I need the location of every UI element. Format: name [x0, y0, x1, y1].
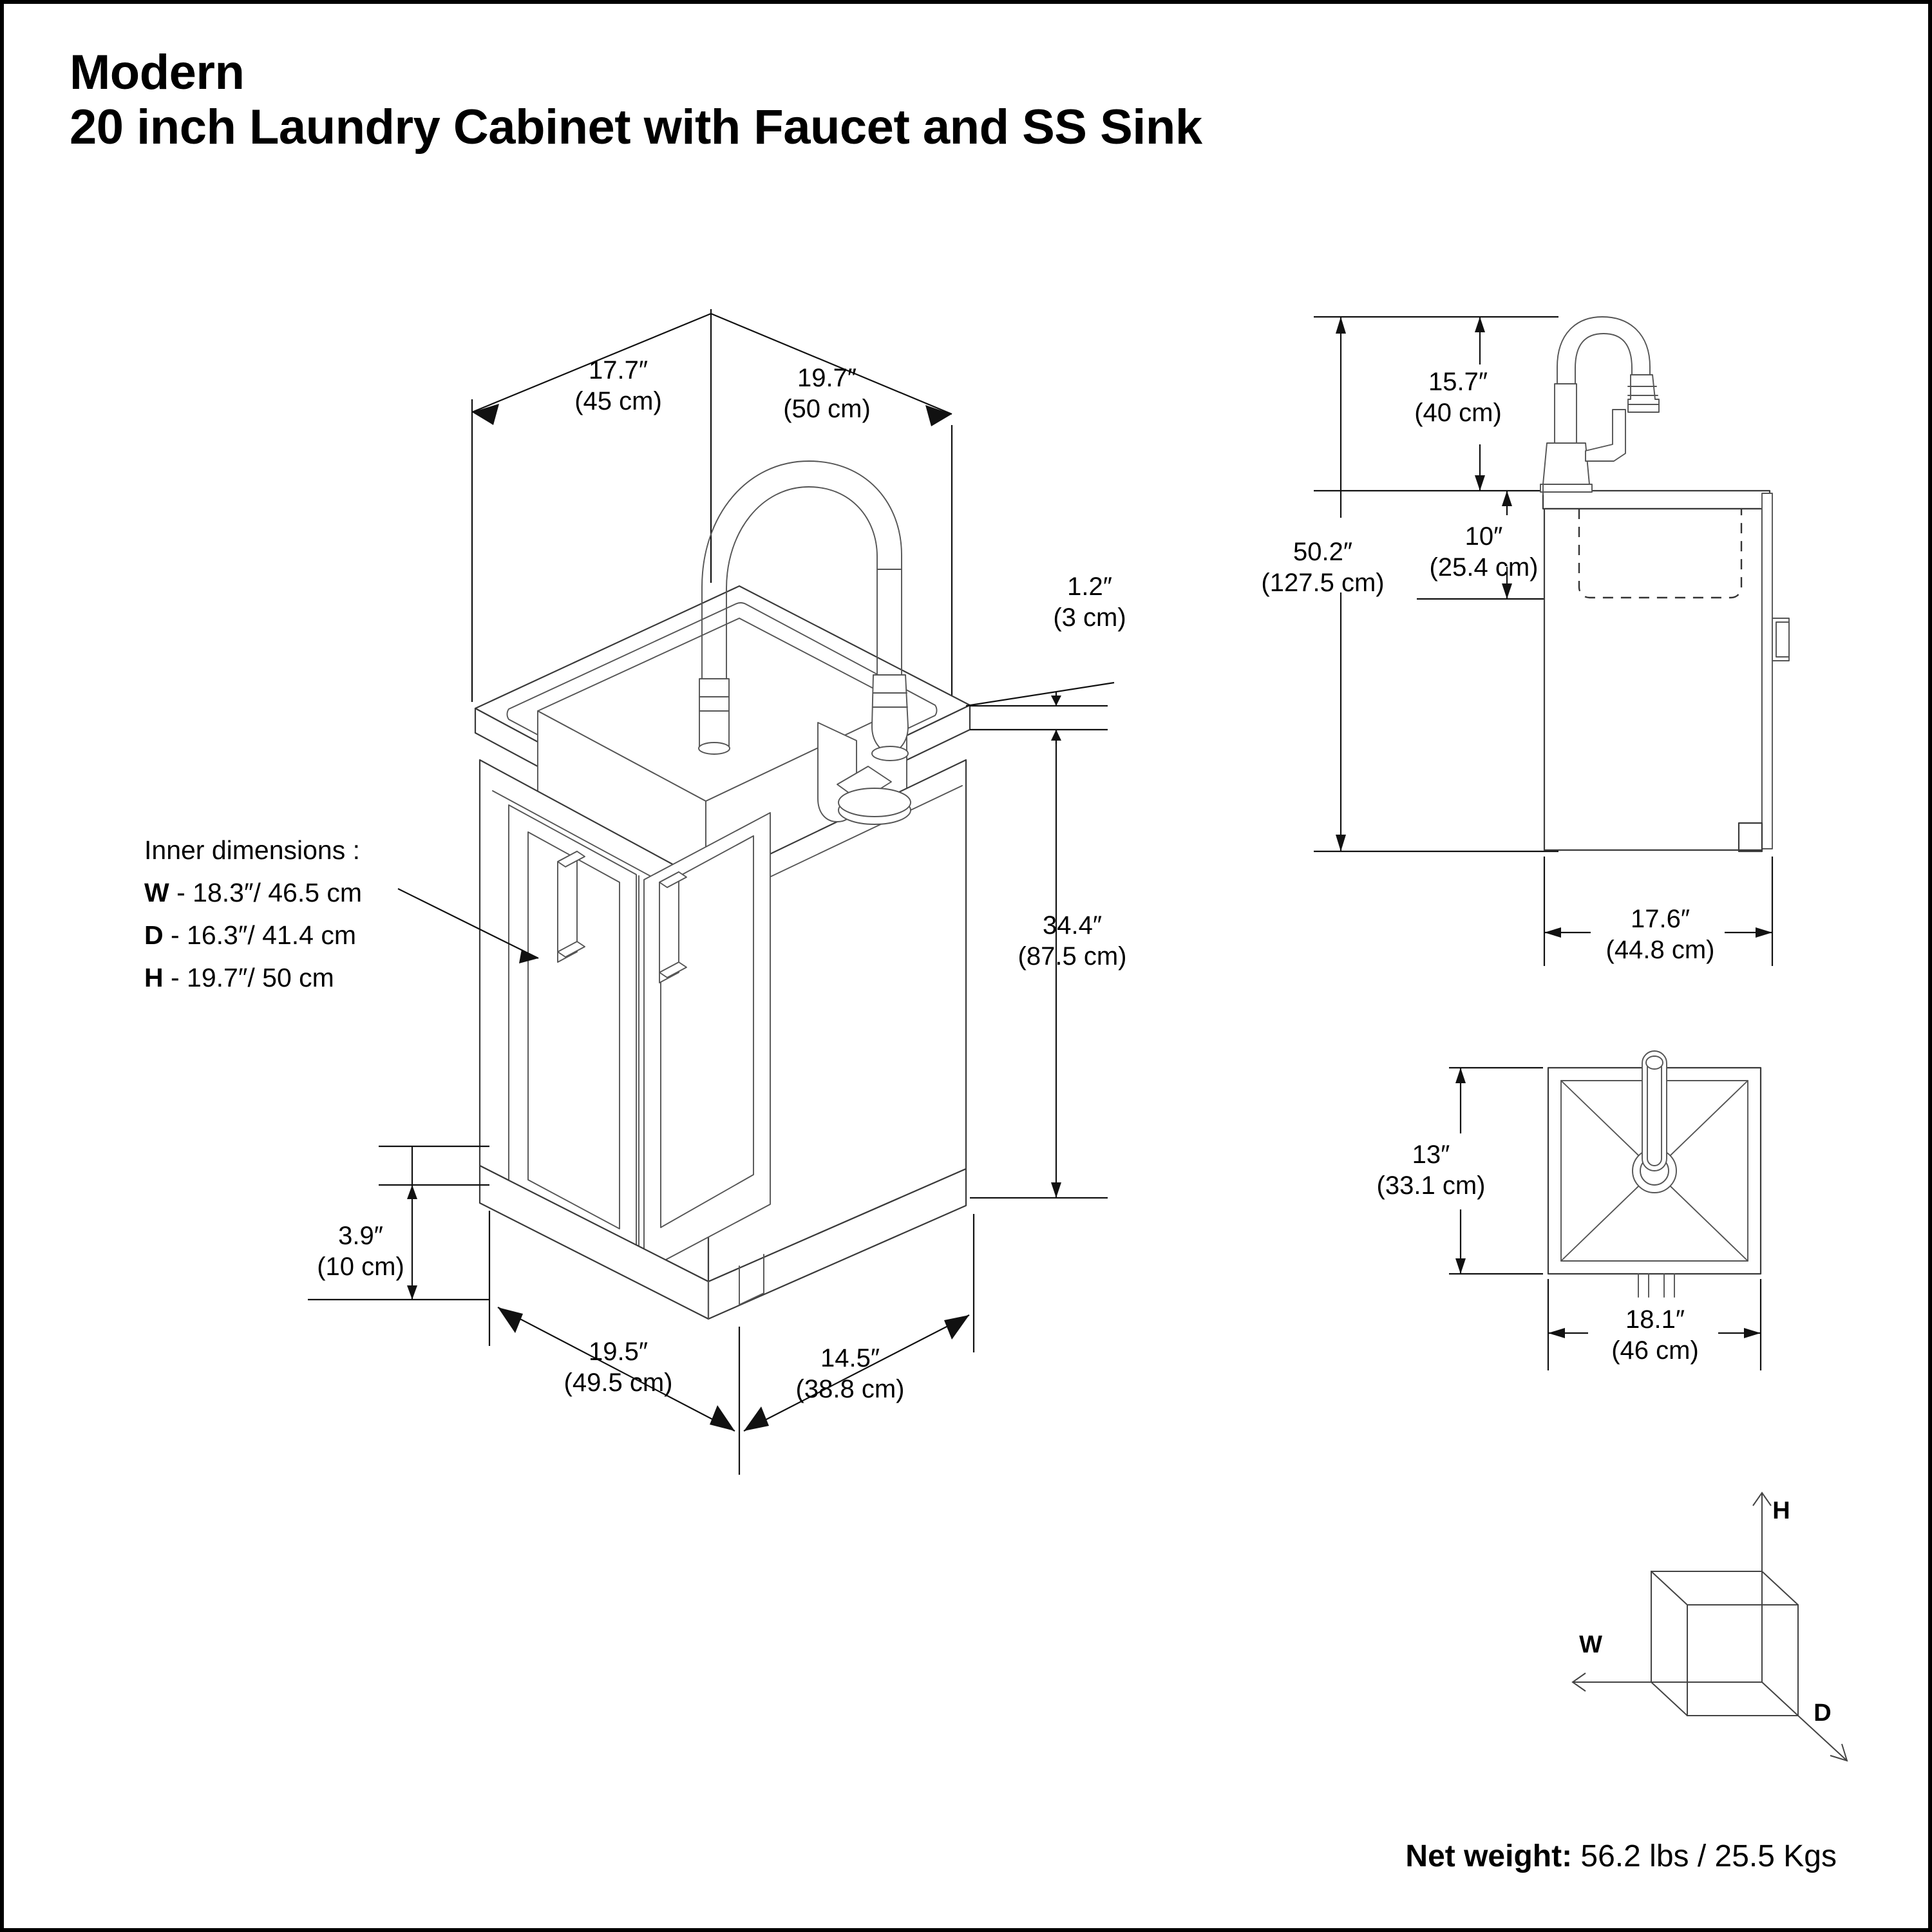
dim-body-height-metric: (87.5 cm)	[1018, 942, 1127, 971]
side-elevation-group: 15.7″ (40 cm) 50.2″ (127.5 cm) 10″ (25.4…	[1261, 316, 1790, 966]
dim-label-toe-kick: 3.9″ (10 cm)	[317, 1222, 404, 1281]
sink-drain-pipes	[1638, 1273, 1675, 1298]
dim-faucet-height-metric: (40 cm)	[1414, 399, 1502, 427]
inner-dim-key-d: D	[144, 920, 164, 950]
inner-dimension-row-0: W - 18.3″/ 46.5 cm	[144, 878, 362, 907]
page-title-line-1: Modern	[70, 45, 245, 100]
dim-base-width-metric: (49.5 cm)	[564, 1368, 673, 1397]
faucet-spout-head	[871, 674, 909, 761]
faucet-body-column	[698, 678, 730, 755]
axis-label-width: W	[1579, 1631, 1602, 1658]
sink-top-faucet	[1642, 1050, 1667, 1171]
dim-side-depth-imperial: 17.6″	[1631, 905, 1690, 933]
dim-thickness-imperial: 1.2″	[1067, 573, 1112, 601]
axis-label-height: H	[1772, 1497, 1790, 1524]
net-weight-label: Net weight:	[1405, 1839, 1572, 1873]
door-handle-left[interactable]	[557, 851, 585, 963]
dim-label-body-height: 34.4″ (87.5 cm)	[1018, 911, 1127, 971]
net-weight-text: Net weight: 56.2 lbs / 25.5 Kgs	[1405, 1839, 1837, 1873]
dim-body-height-imperial: 34.4″	[1043, 911, 1102, 940]
net-weight-line: Net weight: 56.2 lbs / 25.5 Kgs	[1405, 1839, 1837, 1873]
inner-dim-sep-d: -	[164, 920, 187, 950]
inner-dim-sep-w: -	[169, 878, 193, 907]
side-bottom-dim: 17.6″ (44.8 cm)	[1543, 857, 1774, 966]
dim-top-right-imperial: 19.7″	[797, 364, 857, 392]
inner-dimensions-callout: Inner dimensions : W - 18.3″/ 46.5 cm D …	[144, 835, 539, 992]
dim-thickness-metric: (3 cm)	[1053, 603, 1126, 632]
inner-dim-value-w: 18.3″/ 46.5 cm	[193, 878, 362, 907]
dim-topview-depth-metric: (33.1 cm)	[1377, 1171, 1486, 1200]
inner-dim-value-h: 19.7″/ 50 cm	[187, 963, 334, 992]
dim-label-sink-depth: 10″ (25.4 cm)	[1430, 522, 1539, 582]
dim-sink-depth-imperial: 10″	[1465, 522, 1503, 551]
inner-dim-key-w: W	[144, 878, 169, 907]
dim-top-right-metric: (50 cm)	[783, 395, 871, 423]
dim-label-top-left: 17.7″ (45 cm)	[574, 356, 662, 415]
wdh-axis-cube-group: H W D	[1571, 1492, 1848, 1762]
dim-top-left-imperial: 17.7″	[589, 356, 648, 384]
topview-width-dim: 18.1″ (46 cm)	[1547, 1279, 1762, 1370]
dim-toekick-metric: (10 cm)	[317, 1253, 404, 1281]
dim-side-depth-metric: (44.8 cm)	[1606, 936, 1715, 964]
dim-topview-depth-imperial: 13″	[1412, 1141, 1450, 1169]
dim-label-base-depth: 14.5″ (38.8 cm)	[796, 1344, 905, 1403]
net-weight-value: 56.2 lbs / 25.5 Kgs	[1580, 1839, 1837, 1873]
dim-label-top-right: 19.7″ (50 cm)	[783, 364, 871, 423]
dim-toekick-imperial: 3.9″	[338, 1222, 383, 1250]
dim-base-width-imperial: 19.5″	[589, 1338, 648, 1366]
inner-dimension-row-1: D - 16.3″/ 41.4 cm	[144, 920, 356, 950]
page-title-line-2: 20 inch Laundry Cabinet with Faucet and …	[70, 100, 1202, 155]
dim-base-depth-metric: (38.8 cm)	[796, 1375, 905, 1403]
dim-label-total-height: 50.2″ (127.5 cm)	[1261, 538, 1384, 597]
dim-sink-depth-metric: (25.4 cm)	[1430, 553, 1539, 582]
iso-bottom-dimension-lines	[488, 1211, 975, 1475]
door-handle-right[interactable]	[659, 871, 687, 983]
dim-total-height-metric: (127.5 cm)	[1261, 569, 1384, 597]
iso-top-dimension-lines	[471, 309, 953, 702]
dim-base-depth-imperial: 14.5″	[820, 1344, 880, 1372]
dim-total-height-imperial: 50.2″	[1293, 538, 1352, 566]
inner-dim-key-h: H	[144, 963, 164, 992]
side-cabinet-body	[1542, 489, 1790, 853]
axis-label-depth: D	[1814, 1700, 1831, 1727]
inner-dimensions-heading: Inner dimensions :	[144, 835, 360, 865]
side-faucet	[1540, 316, 1660, 495]
dim-faucet-height-imperial: 15.7″	[1428, 368, 1488, 396]
dim-topview-width-imperial: 18.1″	[1625, 1305, 1685, 1334]
dim-label-base-width: 19.5″ (49.5 cm)	[564, 1338, 673, 1397]
dim-topview-width-metric: (46 cm)	[1611, 1336, 1699, 1365]
faucet-isometric	[698, 460, 911, 825]
iso-toekick-dimension-lines	[308, 1145, 489, 1301]
side-dim-lines	[1314, 316, 1558, 853]
inner-dimension-row-2: H - 19.7″/ 50 cm	[144, 963, 334, 992]
isometric-cabinet-group: 17.7″ (45 cm) 19.7″ (50 cm)	[144, 309, 1126, 1475]
title-block: Modern 20 inch Laundry Cabinet with Fauc…	[70, 45, 1615, 155]
cabinet-doors	[508, 804, 771, 1272]
dim-label-faucet-height: 15.7″ (40 cm)	[1414, 368, 1502, 427]
dim-top-left-metric: (45 cm)	[574, 387, 662, 415]
sink-top-view-group: 13″ (33.1 cm) 18.1″ (46 cm)	[1377, 1050, 1762, 1370]
inner-dim-value-d: 16.3″/ 41.4 cm	[187, 920, 356, 950]
dim-label-countertop-thickness: 1.2″ (3 cm)	[1053, 573, 1126, 632]
inner-dim-sep-h: -	[164, 963, 187, 992]
iso-right-dimension-lines	[965, 681, 1115, 1199]
toe-kick-base	[478, 1164, 967, 1320]
topview-height-dim: 13″ (33.1 cm)	[1377, 1066, 1543, 1275]
